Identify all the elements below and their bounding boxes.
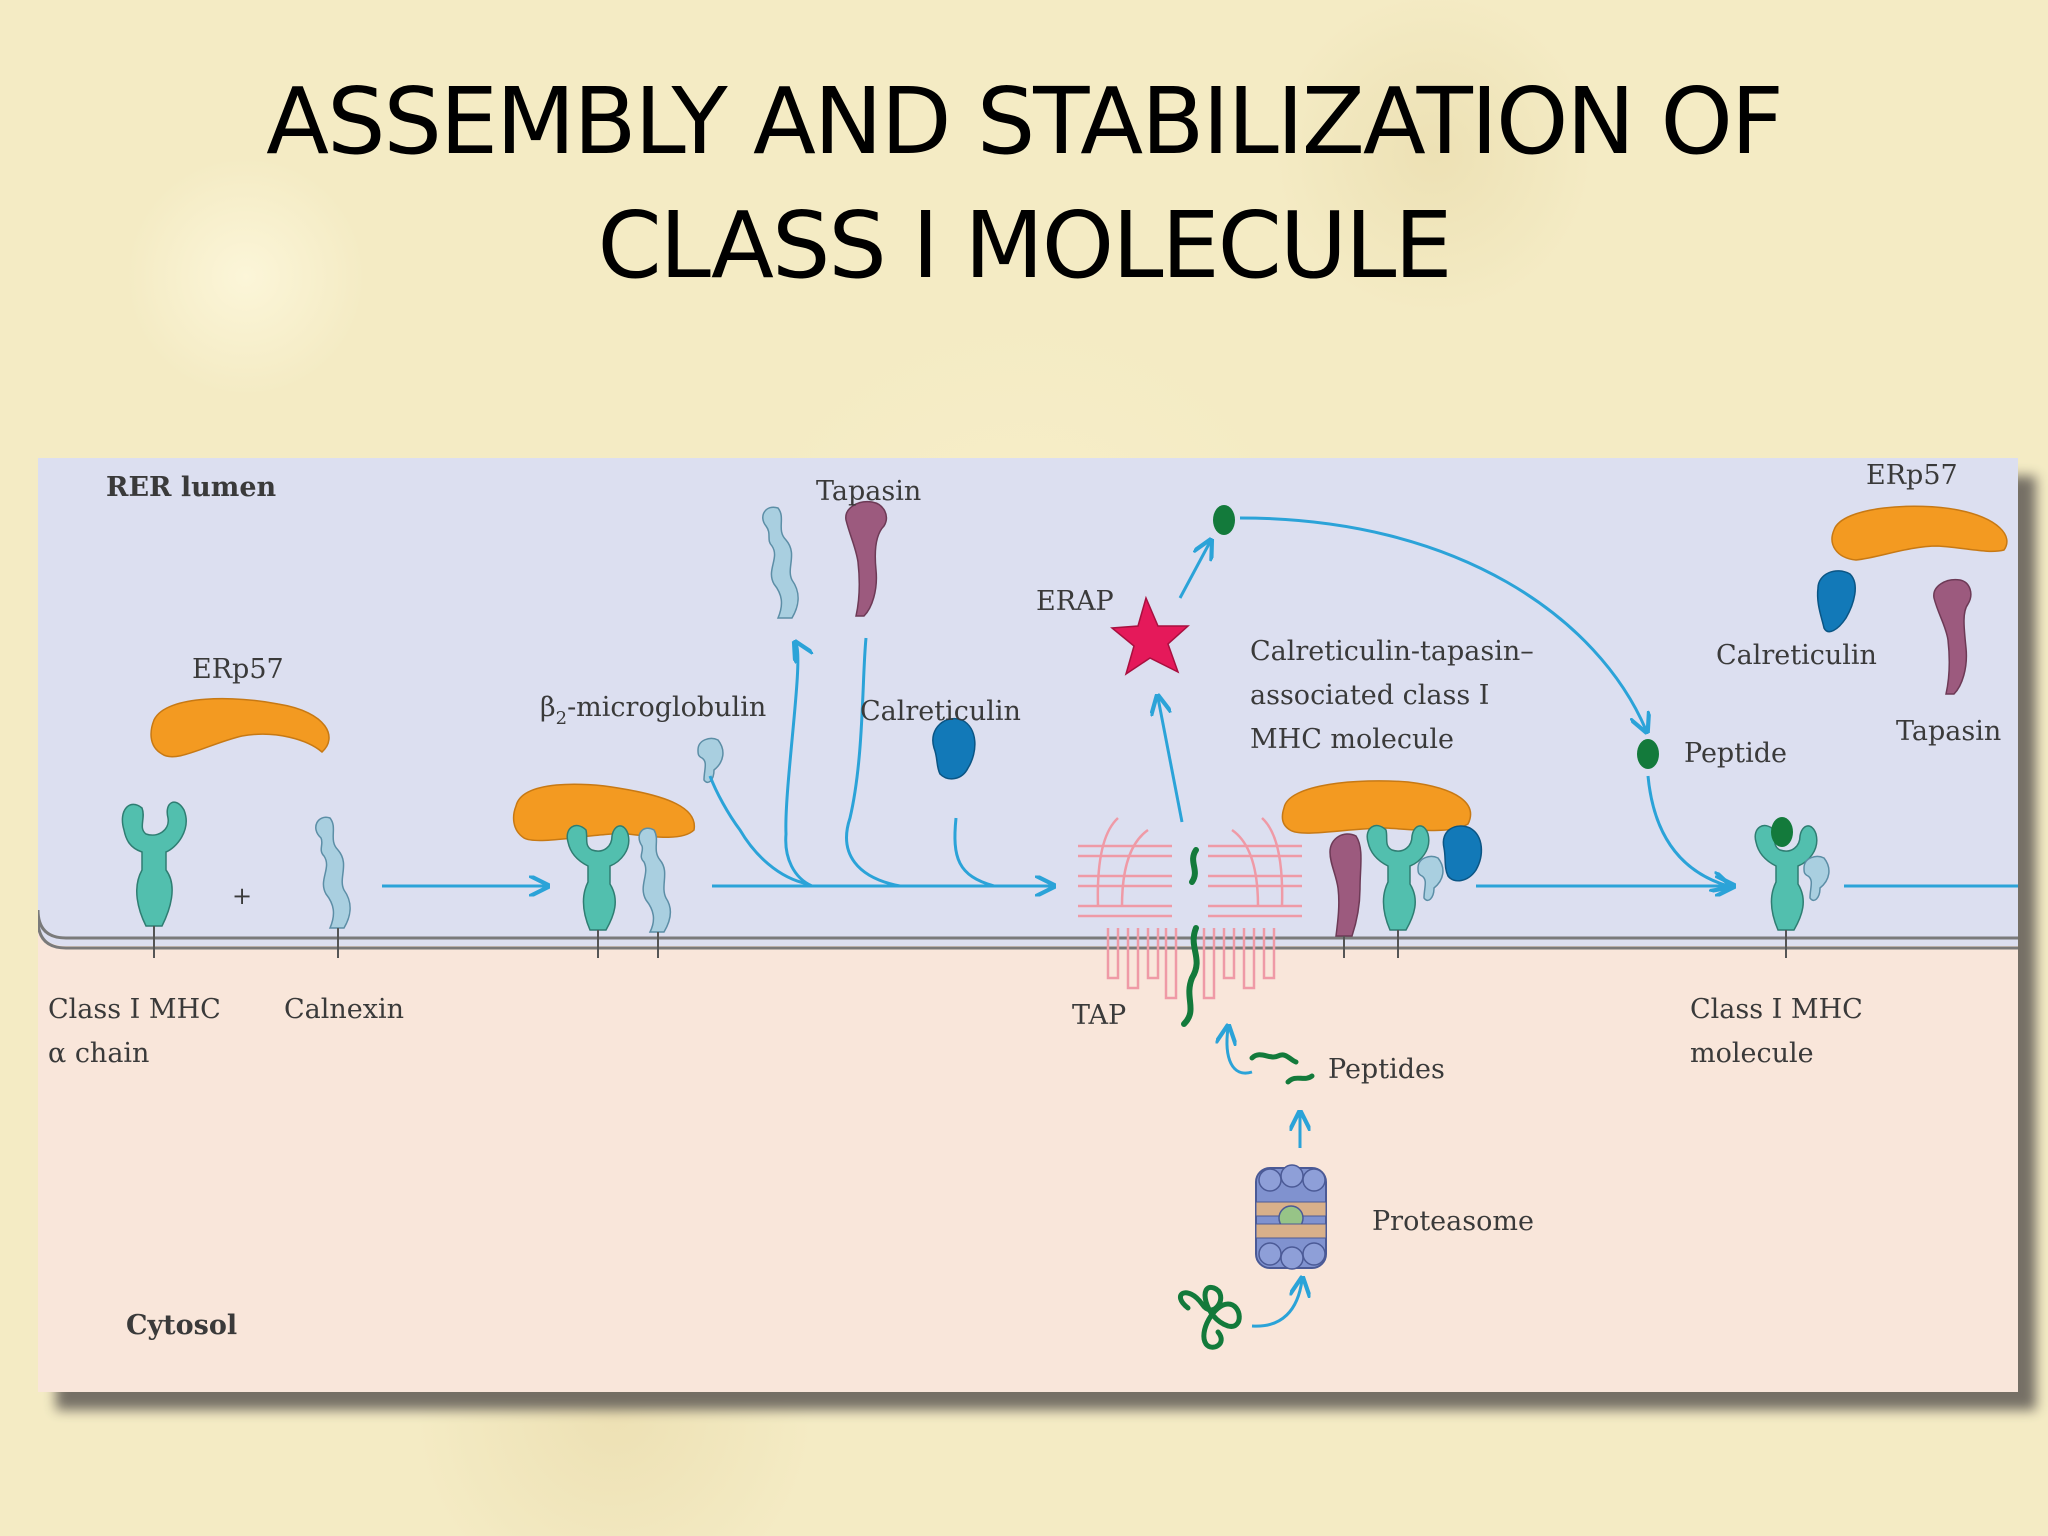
calreticulin-in-complex	[1442, 825, 1483, 882]
label-class1-molecule-1: Class I MHC	[1690, 994, 1863, 1025]
tapasin-right	[1933, 578, 1972, 695]
label-calreticulin-mid: Calreticulin	[860, 696, 1021, 727]
membrane-inner	[38, 909, 2018, 940]
label-erp57-left: ERp57	[192, 654, 284, 685]
b2m-final	[1803, 855, 1830, 902]
title-line-2: CLASS I MOLECULE	[597, 192, 1452, 299]
label-plus: +	[232, 882, 252, 910]
calnexin-left	[315, 816, 351, 929]
slide-title: ASSEMBLY AND STABILIZATION OF CLASS I MO…	[0, 60, 2048, 308]
bound-peptide	[1771, 817, 1793, 847]
flow-arrows	[382, 516, 2018, 1328]
erp57-left	[150, 697, 330, 758]
mhc-assembly-diagram: RER lumen Cytosol ERp57 + Class I MHC α …	[38, 458, 2018, 1392]
mhc-alpha-chain-left	[121, 801, 187, 927]
label-class1-molecule-2: molecule	[1690, 1038, 1814, 1069]
label-tapasin-right: Tapasin	[1896, 716, 2001, 747]
label-rer-lumen: RER lumen	[106, 472, 276, 503]
label-class1-alpha-2: α chain	[48, 1038, 149, 1069]
label-complex-2: associated class I	[1250, 680, 1489, 711]
membrane-outer	[38, 919, 2018, 950]
label-peptides: Peptides	[1328, 1054, 1445, 1085]
protein-substrate	[1178, 1284, 1242, 1350]
title-line-1: ASSEMBLY AND STABILIZATION OF	[266, 68, 1784, 175]
peptide-top	[1213, 505, 1235, 535]
mhc-alpha-in-complex	[1366, 824, 1430, 931]
b2m-in-complex	[1417, 855, 1444, 902]
calnexin-released	[762, 506, 799, 619]
tapasin-top	[845, 500, 888, 617]
erap-enzyme	[1110, 595, 1190, 676]
label-class1-alpha-1: Class I MHC	[48, 994, 221, 1025]
erp57-complex-stage2	[512, 783, 696, 842]
proteasome	[1255, 1164, 1327, 1270]
label-tapasin-top: Tapasin	[816, 476, 921, 507]
label-erap: ERAP	[1036, 586, 1114, 617]
label-b2-microglobulin: β2-microglobulin	[540, 692, 766, 729]
b2m-beta: β	[540, 692, 556, 723]
calreticulin-mid	[932, 717, 976, 780]
label-tap: TAP	[1072, 1000, 1126, 1031]
label-complex-1: Calreticulin-tapasin–	[1250, 636, 1534, 667]
tap-transporter	[1078, 817, 1302, 1000]
peptide-right	[1637, 739, 1659, 769]
erp57-right	[1831, 505, 2008, 561]
label-calnexin: Calnexin	[284, 994, 404, 1025]
peptide-fragments	[1249, 1052, 1315, 1085]
mhc-alpha-chain-stage2	[566, 824, 630, 931]
calreticulin-right	[1816, 570, 1856, 633]
b2m-rest: -microglobulin	[567, 692, 766, 723]
label-erp57-right: ERp57	[1866, 460, 1958, 491]
label-complex-3: MHC molecule	[1250, 724, 1454, 755]
tapasin-in-complex	[1329, 833, 1362, 937]
b2m-subscript: 2	[556, 708, 567, 729]
calnexin-stage2	[638, 827, 672, 933]
figure: RER lumen Cytosol ERp57 + Class I MHC α …	[38, 458, 2036, 1410]
label-calreticulin-right: Calreticulin	[1716, 640, 1877, 671]
peptide-in-tap	[1181, 847, 1200, 1027]
label-proteasome: Proteasome	[1372, 1206, 1534, 1237]
label-cytosol: Cytosol	[126, 1310, 237, 1341]
label-peptide: Peptide	[1684, 738, 1787, 769]
